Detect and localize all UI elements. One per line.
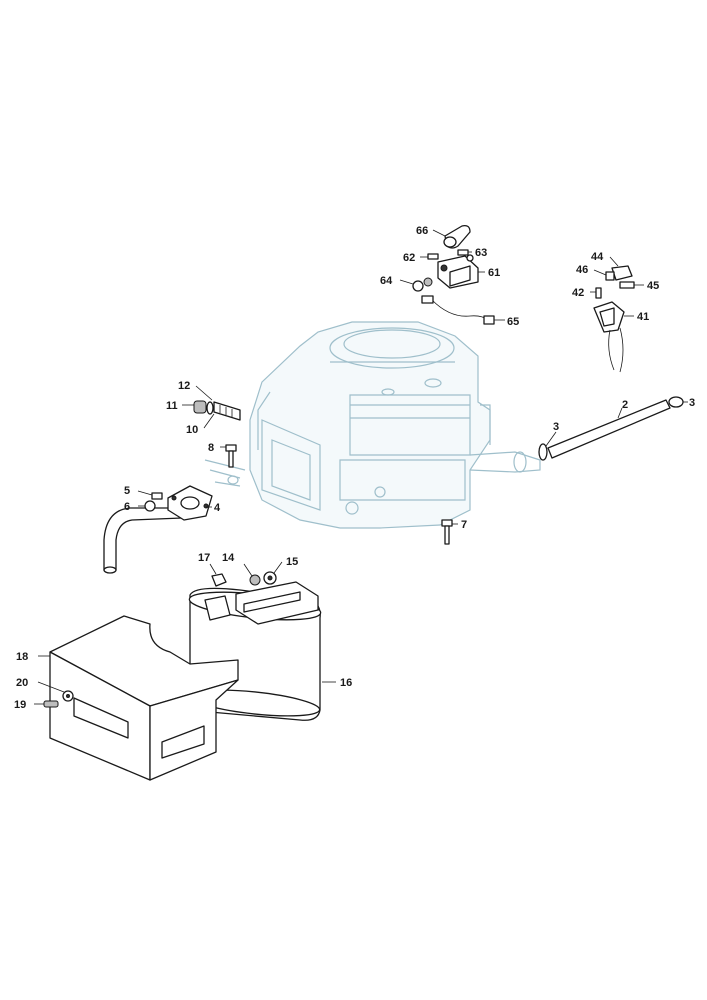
- callout-63: 63: [475, 247, 487, 259]
- part-45-screw: [619, 281, 644, 289]
- callout-65: 65: [507, 316, 519, 328]
- callout-15: 15: [286, 556, 298, 568]
- part-17-nut: [209, 563, 227, 587]
- part-5-screw: [137, 490, 163, 500]
- part-11-cap: [182, 400, 207, 414]
- part-64-washers: [399, 277, 433, 292]
- callout-19: 19: [14, 699, 26, 711]
- callout-3a: 3: [553, 421, 559, 433]
- callout-44: 44: [591, 251, 604, 263]
- part-63-screw: [457, 249, 472, 256]
- callout-8: 8: [208, 442, 214, 454]
- callout-17: 17: [198, 552, 210, 564]
- part-46-nut: [593, 269, 615, 281]
- engine-outline: [204, 321, 541, 529]
- callout-5: 5: [124, 485, 130, 497]
- part-20-washer: [37, 681, 74, 702]
- part-62-screw: [420, 253, 439, 260]
- part-44-cable-clamp: [609, 256, 633, 281]
- part-19-screw: [34, 700, 59, 708]
- part-7-bolt: [441, 519, 458, 545]
- callout-3b: 3: [689, 397, 695, 409]
- part-65-wire: [421, 295, 505, 325]
- part-12-washer: [195, 385, 214, 415]
- part-2-fuel-hose: [547, 399, 671, 459]
- callout-labels: 66 62 63 61 64 65 44 46 45 42 41 2 3 3 1…: [14, 225, 695, 711]
- callout-18: 18: [16, 651, 28, 663]
- callout-6: 6: [124, 501, 130, 513]
- part-4-exhaust-pipe: [103, 485, 213, 574]
- callout-16: 16: [340, 677, 352, 689]
- part-6-washer: [138, 500, 156, 512]
- callout-11: 11: [166, 400, 178, 412]
- callout-12: 12: [178, 380, 190, 392]
- callout-66: 66: [416, 225, 428, 237]
- callout-61: 61: [488, 267, 500, 279]
- part-8-bolt: [220, 444, 237, 468]
- callout-10: 10: [186, 424, 198, 436]
- part-3-clamp-a: [538, 431, 557, 461]
- part-10-threaded-stud: [203, 401, 241, 429]
- callout-62: 62: [403, 252, 415, 264]
- part-66-boot-cap: [432, 224, 471, 249]
- callout-2: 2: [622, 399, 628, 411]
- callout-4: 4: [214, 502, 221, 514]
- callout-41: 41: [637, 311, 649, 323]
- callout-46: 46: [576, 264, 588, 276]
- callout-64: 64: [380, 275, 393, 287]
- callout-7: 7: [461, 519, 467, 531]
- callout-45: 45: [647, 280, 659, 292]
- part-42-screw: [590, 287, 602, 299]
- callout-42: 42: [572, 287, 584, 299]
- part-61-solenoid: [437, 254, 485, 289]
- callout-14: 14: [222, 552, 235, 564]
- part-14-bolt: [243, 563, 261, 586]
- callout-20: 20: [16, 677, 28, 689]
- part-41-bracket: [593, 301, 634, 373]
- part-3-clamp-b: [668, 396, 688, 408]
- part-15-washer: [263, 561, 283, 585]
- part-18-heat-shield: [38, 615, 239, 781]
